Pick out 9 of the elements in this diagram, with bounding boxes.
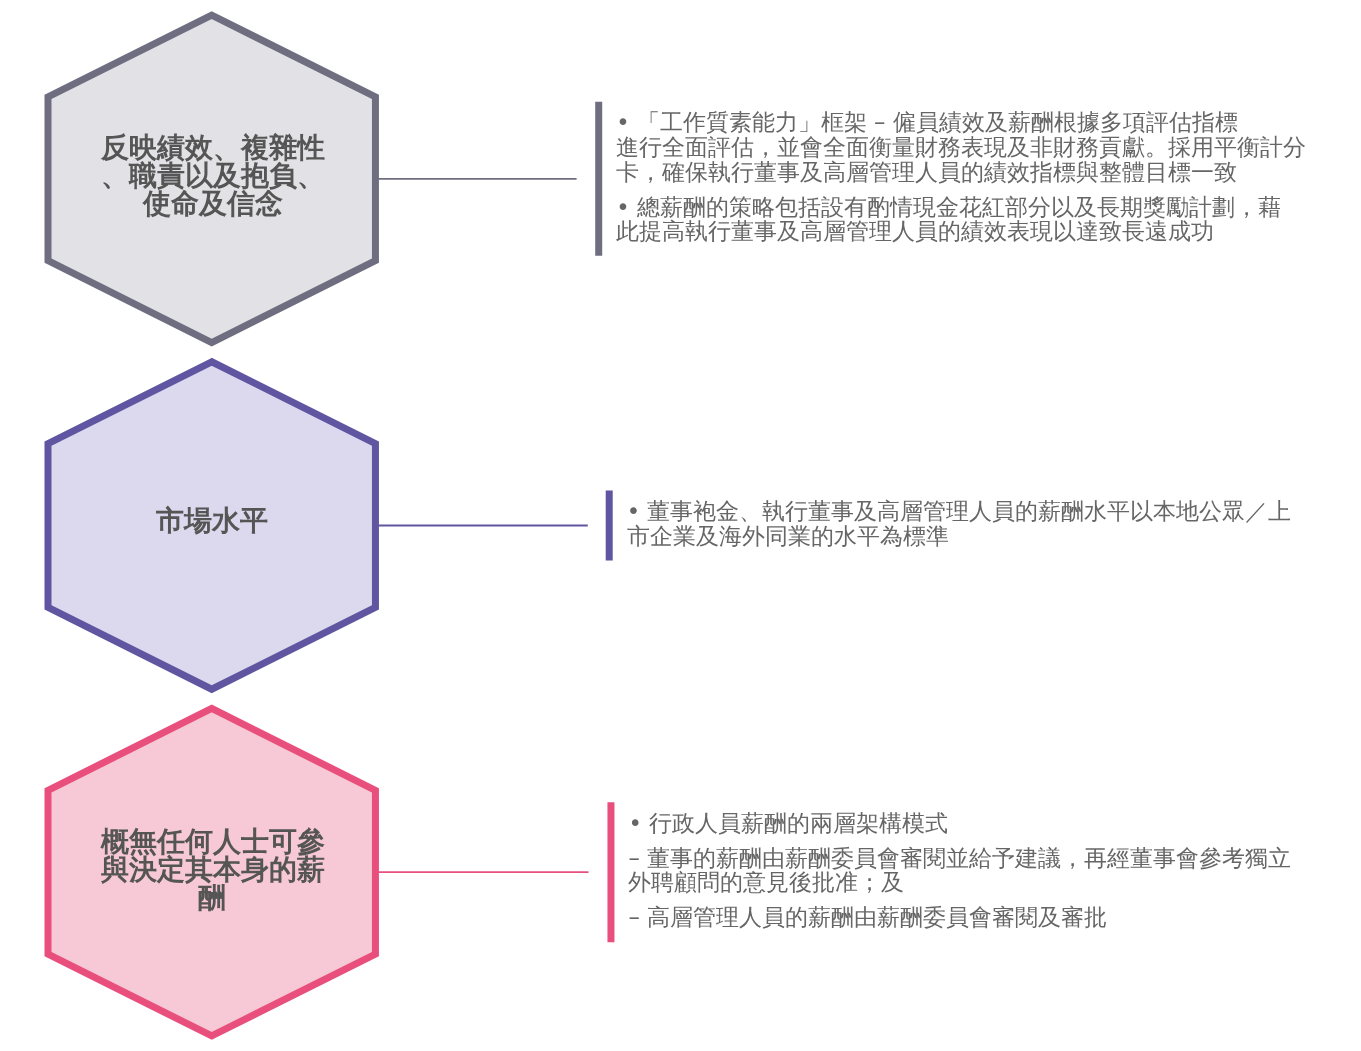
node-label: • 行政人員薪酬的兩層架構模式 [627, 809, 948, 836]
node-label: • 「工作質素能力」框架 – 僱員績效及薪酬根據多項評估指標進行全面評估，並會全面衡量財務表現及非財務貢獻。採用平衡計分卡，確保執行董事及高層管理人員的績效指標與整體目標一致 [615, 109, 1306, 185]
node-box [605, 490, 613, 561]
node-label: • 董事袍金、執行董事及高層管理人員的薪酬水平以本地公眾／上市企業及海外同業的水平為標準 [626, 498, 1291, 549]
node-label: – 董事的薪酬由薪酬委員會審閱並給予建議，再經董事會參考獨立外聘顧問的意見後批准；及 [627, 844, 1291, 896]
node-label: • 總薪酬的策略包括設有酌情現金花紅部分以及長期獎勵計劃，藉此提高執行董事及高層管理人員的績效表現以達致長遠成功 [615, 193, 1281, 245]
node-label: – 高層管理人員的薪酬由薪酬委員會審閱及審批 [627, 904, 1107, 931]
node-box [594, 101, 602, 256]
node-box [606, 802, 614, 943]
